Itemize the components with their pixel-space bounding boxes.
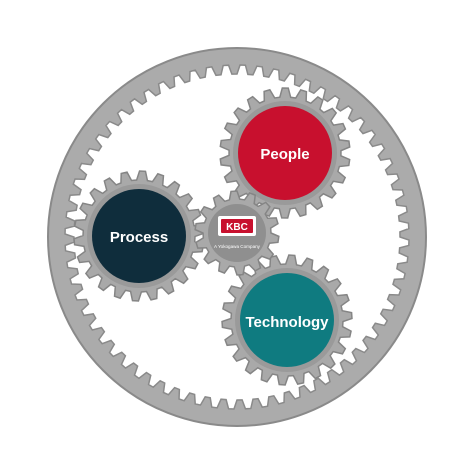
gear-process-disk	[92, 189, 186, 283]
kbc-logo-text: KBC	[226, 222, 248, 233]
kbc-logo: KBC	[218, 216, 256, 236]
gear-people-disk	[238, 106, 332, 200]
gear-process-label: Process	[110, 229, 168, 246]
kbc-logo-inner	[221, 219, 253, 233]
gear-process: Process	[73, 170, 205, 302]
gear-people: People	[219, 87, 351, 219]
gear-technology-label: Technology	[245, 314, 329, 331]
gear-technology-disk	[240, 273, 334, 367]
gear-technology: Technology	[221, 254, 353, 386]
gear-people-label: People	[260, 146, 309, 163]
kbc-tagline: A Yokogawa Company	[214, 244, 261, 249]
sun-gear: KBC A Yokogawa Company	[194, 190, 280, 276]
